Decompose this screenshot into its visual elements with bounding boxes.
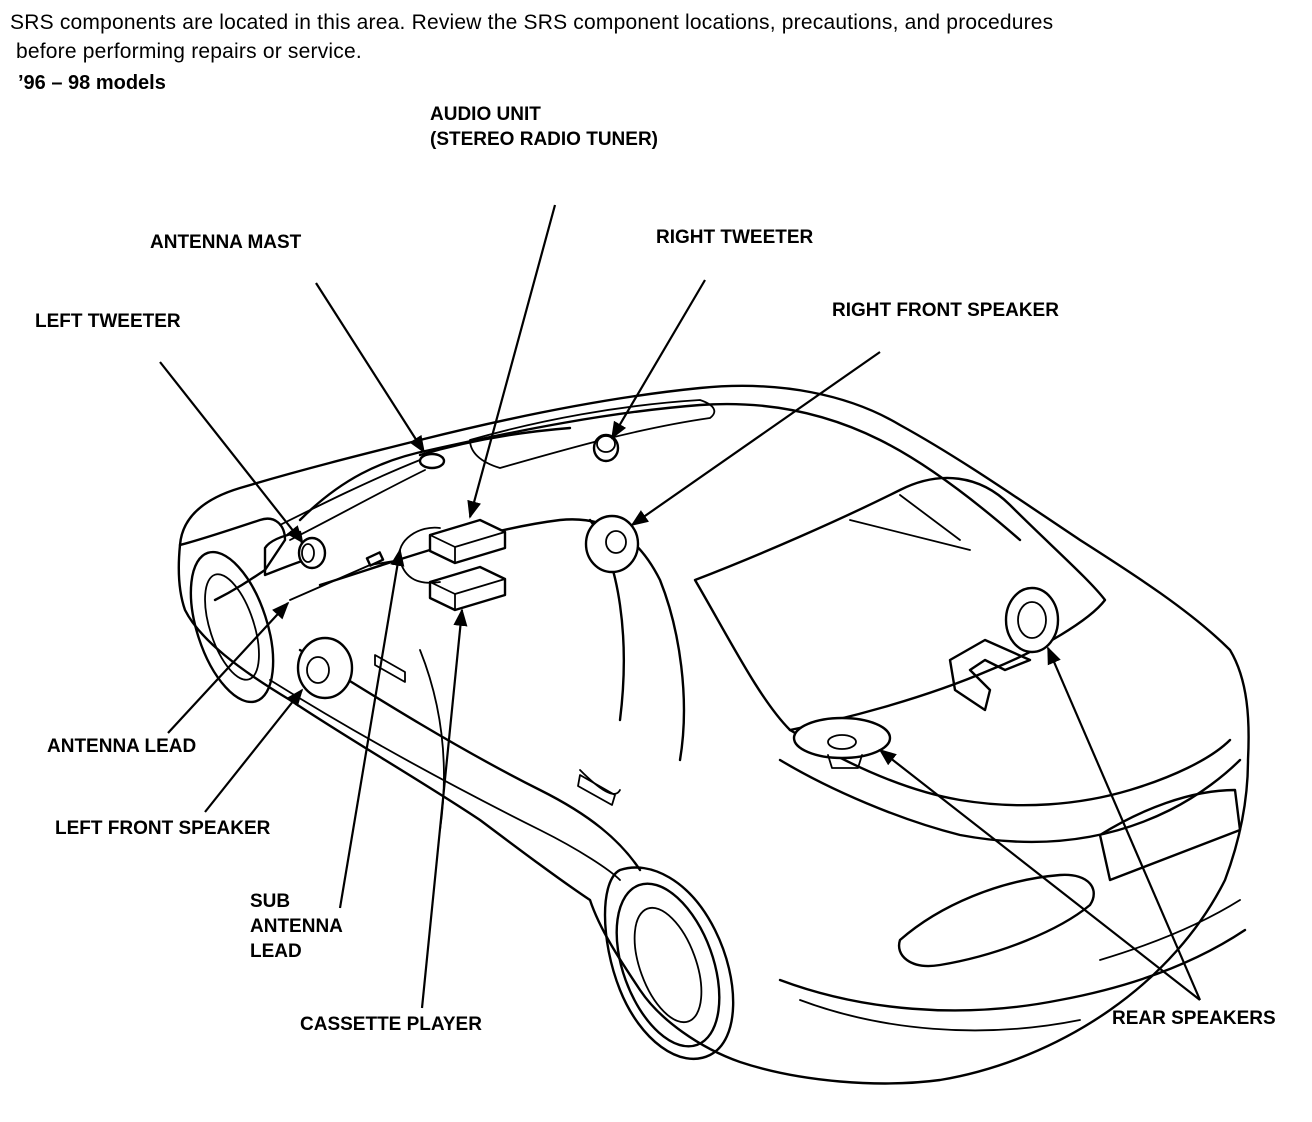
label-rear-speakers: REAR SPEAKERS xyxy=(1112,1008,1276,1029)
right-front-speaker xyxy=(584,514,640,574)
audio-unit-box xyxy=(428,518,507,565)
leader-audio-unit xyxy=(467,204,557,519)
leader-antenna-lead xyxy=(167,601,290,734)
rear-speaker-right xyxy=(1004,586,1060,654)
leader-cassette-player xyxy=(420,608,468,1009)
cassette-player-box xyxy=(428,565,507,612)
label-cassette-player: CASSETTE PLAYER xyxy=(300,1014,482,1035)
label-antenna-mast: ANTENNA MAST xyxy=(150,232,302,253)
leader-left-tweeter xyxy=(159,361,304,544)
label-right-tweeter: RIGHT TWEETER xyxy=(656,227,814,248)
antenna-mast-base xyxy=(418,452,446,470)
label-left-front-speaker: LEFT FRONT SPEAKER xyxy=(55,818,271,839)
srs-notice: SRS components are located in this area.… xyxy=(10,8,1300,66)
right-tweeter xyxy=(592,433,620,463)
label-audio-unit: AUDIO UNIT (STEREO RADIO TUNER) xyxy=(430,102,658,152)
srs-notice-line-2: before performing repairs or service. xyxy=(16,40,362,63)
audio-wire-lower xyxy=(399,559,441,584)
model-years: ’96 – 98 models xyxy=(18,72,166,94)
label-sub-antenna-lead-line-3: LEAD xyxy=(250,941,302,962)
left-tweeter xyxy=(297,536,327,570)
srs-notice-line-1: SRS components are located in this area.… xyxy=(10,11,1054,34)
left-front-speaker xyxy=(296,636,354,700)
label-right-front-speaker: RIGHT FRONT SPEAKER xyxy=(832,300,1059,321)
leader-sub-antenna-lead xyxy=(338,548,405,909)
label-sub-antenna-lead-line-1: SUB xyxy=(250,891,291,912)
leader-left-front-speaker xyxy=(204,688,304,813)
leader-right-tweeter xyxy=(611,279,706,440)
leader-right-front-speaker xyxy=(630,351,881,527)
leader-rear-speaker-left xyxy=(878,748,1201,1001)
label-antenna-lead: ANTENNA LEAD xyxy=(47,736,197,757)
label-audio-unit-line-2: (STEREO RADIO TUNER) xyxy=(430,129,658,150)
antenna-lead-connector xyxy=(365,551,385,567)
label-sub-antenna-lead: SUB ANTENNA LEAD xyxy=(250,889,343,964)
rear-speaker-left xyxy=(792,716,892,769)
label-sub-antenna-lead-line-2: ANTENNA xyxy=(250,916,343,937)
car-body-outline xyxy=(177,384,1250,1085)
leader-rear-speaker-right xyxy=(1046,646,1202,1001)
leader-antenna-mast xyxy=(315,282,425,454)
leader-lines xyxy=(159,204,1202,1009)
label-audio-unit-line-1: AUDIO UNIT xyxy=(430,104,541,125)
label-left-tweeter: LEFT TWEETER xyxy=(35,311,181,332)
